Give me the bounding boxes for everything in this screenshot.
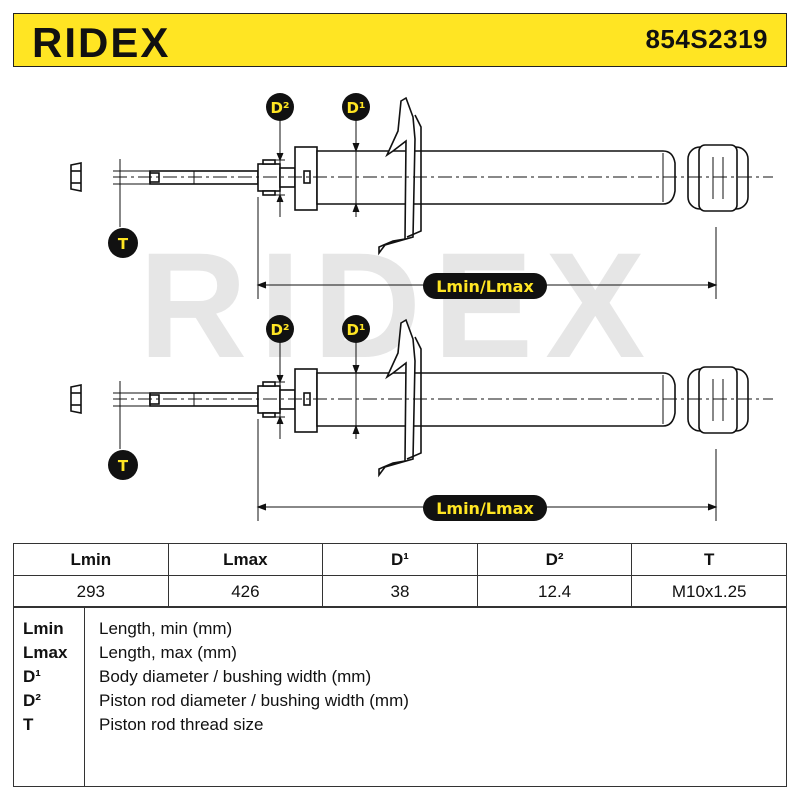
- brand-logo: RIDEX: [32, 19, 170, 63]
- legend-key: Lmax: [23, 643, 68, 662]
- value-lmin: 293: [13, 575, 169, 608]
- legend-desc: Body diameter / bushing width (mm): [99, 667, 372, 686]
- legend-item: D² Piston rod diameter / bushing width (…: [14, 691, 786, 715]
- spec-table-value-row: 293 426 38 12.4 M10x1.25: [13, 575, 787, 608]
- legend-desc: Piston rod thread size: [99, 715, 264, 734]
- badge-d2-top: D²: [266, 93, 294, 121]
- svg-text:D²: D²: [270, 99, 289, 117]
- value-d2: 12.4: [476, 575, 633, 608]
- svg-text:D²: D²: [270, 321, 289, 339]
- header-bar: RIDEX 854S2319: [13, 13, 787, 67]
- part-number: 854S2319: [645, 24, 768, 54]
- badge-d1-top: D¹: [342, 93, 370, 121]
- legend-key: Lmin: [23, 619, 64, 638]
- spec-table: Lmin Lmax D¹ D² T 293 426 38 12.4 M10x1.…: [13, 543, 787, 608]
- header-t: T: [631, 543, 787, 576]
- value-d1: 38: [322, 575, 478, 608]
- legend-item: Lmin Length, min (mm): [14, 619, 786, 643]
- watermark-text: RIDEX: [139, 221, 657, 389]
- svg-text:D¹: D¹: [346, 99, 365, 117]
- badge-length-bottom: Lmin/Lmax: [423, 495, 547, 521]
- header-lmax: Lmax: [167, 543, 324, 576]
- legend-key: T: [23, 715, 34, 734]
- shock-absorber-top: [70, 96, 773, 299]
- legend-divider: [84, 607, 85, 786]
- legend-desc: Piston rod diameter / bushing width (mm): [99, 691, 409, 710]
- svg-text:Lmin/Lmax: Lmin/Lmax: [436, 499, 534, 518]
- value-t: M10x1.25: [631, 575, 787, 608]
- svg-text:T: T: [118, 457, 129, 475]
- legend-item: T Piston rod thread size: [14, 715, 786, 739]
- legend-item: D¹ Body diameter / bushing width (mm): [14, 667, 786, 691]
- header-lmin: Lmin: [13, 543, 169, 576]
- legend-panel: Lmin Length, min (mm) Lmax Length, max (…: [13, 606, 787, 787]
- shock-absorber-drawing: RIDEX: [70, 93, 773, 521]
- badge-length-top: Lmin/Lmax: [423, 273, 547, 299]
- svg-text:D¹: D¹: [346, 321, 365, 339]
- value-lmax: 426: [167, 575, 324, 608]
- badge-d2-bottom: D²: [266, 315, 294, 343]
- header-d2: D²: [476, 543, 633, 576]
- spec-table-header-row: Lmin Lmax D¹ D² T: [13, 543, 787, 576]
- legend-key: D¹: [23, 667, 41, 686]
- badge-t-top: T: [108, 228, 138, 258]
- technical-drawing: RIDEX: [13, 67, 787, 543]
- legend-key: D²: [23, 691, 41, 710]
- legend-desc: Length, min (mm): [99, 619, 233, 638]
- header-d1: D¹: [322, 543, 478, 576]
- legend-item: Lmax Length, max (mm): [14, 643, 786, 667]
- badge-t-bottom: T: [108, 450, 138, 480]
- legend-desc: Length, max (mm): [99, 643, 237, 662]
- shock-absorber-bottom: [70, 318, 773, 521]
- svg-text:T: T: [118, 235, 129, 253]
- svg-text:RIDEX: RIDEX: [32, 19, 170, 63]
- svg-text:Lmin/Lmax: Lmin/Lmax: [436, 277, 534, 296]
- badge-d1-bottom: D¹: [342, 315, 370, 343]
